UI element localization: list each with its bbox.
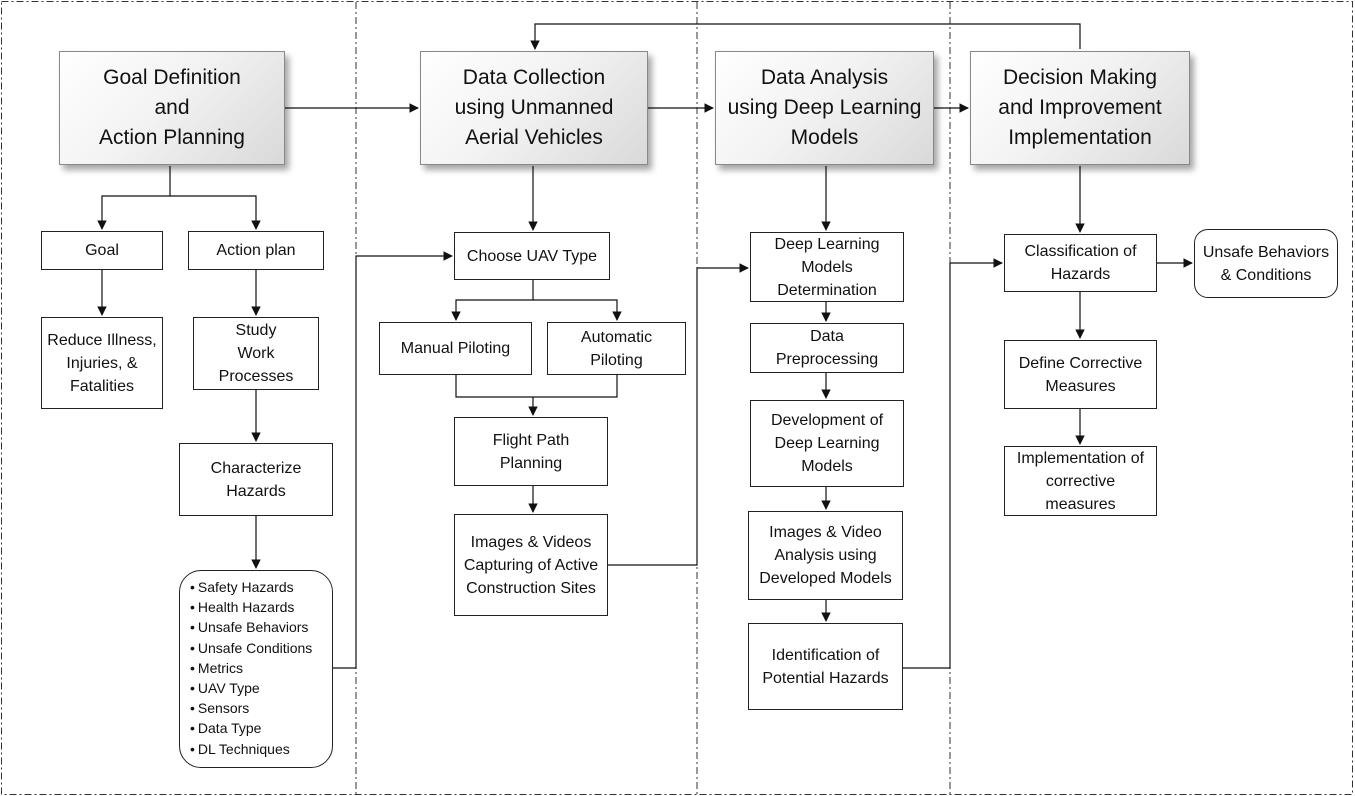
phase-goal-definition: Goal Definition and Action Planning bbox=[59, 51, 285, 165]
step-define-corrective-measures: Define Corrective Measures bbox=[1004, 340, 1157, 409]
list-item: Safety Hazards bbox=[190, 577, 328, 597]
step-manual-piloting: Manual Piloting bbox=[379, 322, 532, 375]
arrow-feedback-loop bbox=[530, 23, 1081, 50]
step-identify-hazards: Identification of Potential Hazards bbox=[748, 623, 903, 710]
considerations-list: Safety Hazards Health Hazards Unsafe Beh… bbox=[179, 570, 333, 768]
arrow-ident-classify bbox=[903, 258, 1003, 669]
phase-decision-making: Decision Making and Improvement Implemen… bbox=[970, 51, 1190, 165]
step-reduce-illness: Reduce Illness, Injuries, & Fatalities bbox=[41, 317, 163, 409]
step-automatic-piloting: Automatic Piloting bbox=[547, 322, 686, 375]
arrow-capture-dl bbox=[608, 263, 749, 566]
list-item: DL Techniques bbox=[190, 739, 328, 759]
list-item: Metrics bbox=[190, 658, 328, 678]
arrow-list-choose-uav bbox=[333, 251, 453, 669]
phase-data-collection: Data Collection using Unmanned Aerial Ve… bbox=[420, 51, 648, 165]
step-flight-path-planning: Flight Path Planning bbox=[454, 417, 608, 486]
step-classification-of-hazards: Classification of Hazards bbox=[1004, 234, 1157, 292]
list-item: UAV Type bbox=[190, 678, 328, 698]
step-dl-development: Development of Deep Learning Models bbox=[750, 400, 904, 487]
list-item: Unsafe Conditions bbox=[190, 638, 328, 658]
connector-piloting-merge bbox=[455, 375, 618, 398]
step-unsafe-behaviors-conditions: Unsafe Behaviors & Conditions bbox=[1194, 229, 1338, 298]
list-item: Health Hazards bbox=[190, 597, 328, 617]
connector-p1-split bbox=[97, 166, 171, 230]
step-data-preprocessing: Data Preprocessing bbox=[750, 323, 904, 373]
step-image-video-analysis: Images & Video Analysis using Developed … bbox=[748, 511, 903, 600]
step-implement-corrective-measures: Implementation of corrective measures bbox=[1004, 446, 1157, 516]
step-choose-uav-type: Choose UAV Type bbox=[454, 232, 610, 280]
step-study-work-processes: Study Work Processes bbox=[193, 317, 319, 390]
list-item: Unsafe Behaviors bbox=[190, 617, 328, 637]
step-dl-models-determination: Deep Learning Models Determination bbox=[750, 232, 904, 302]
connector-choose-split-right bbox=[533, 299, 622, 321]
step-action-plan: Action plan bbox=[188, 231, 324, 270]
list-item: Sensors bbox=[190, 698, 328, 718]
step-goal: Goal bbox=[41, 231, 163, 270]
connector-choose-split bbox=[451, 280, 534, 321]
phase-data-analysis: Data Analysis using Deep Learning Models bbox=[715, 51, 934, 165]
connector-p1-split-right bbox=[170, 195, 261, 230]
step-characterize-hazards: Characterize Hazards bbox=[179, 443, 333, 516]
step-capture-sites: Images & Videos Capturing of Active Cons… bbox=[454, 514, 608, 616]
list-item: Data Type bbox=[190, 718, 328, 738]
